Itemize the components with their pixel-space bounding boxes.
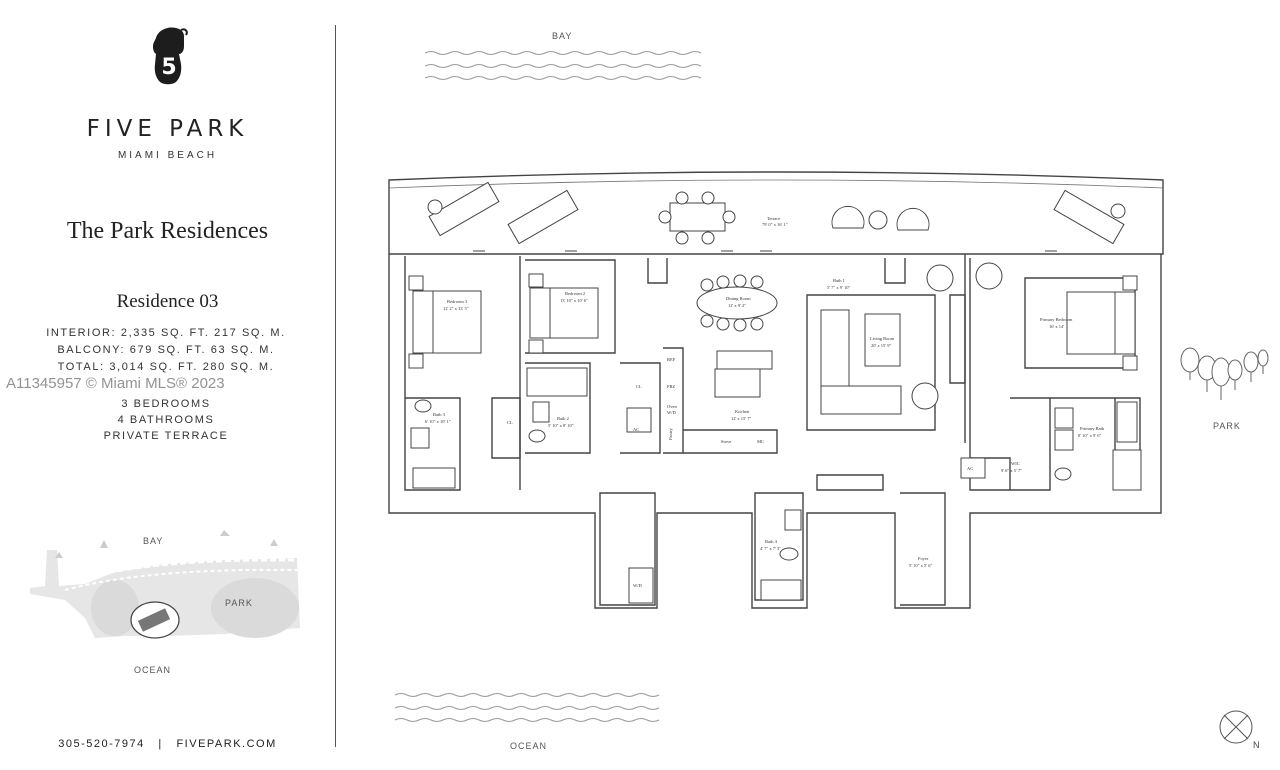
- label-ref: REF: [667, 357, 676, 362]
- label-stove: Stove: [721, 439, 731, 444]
- spec-total: TOTAL: 3,014 SQ. FT. 280 SQ. M.: [57, 361, 275, 373]
- label-wic: WIC: [1011, 461, 1020, 466]
- orientation-park-label: PARK: [1213, 421, 1241, 431]
- footer-website[interactable]: FIVEPARK.COM: [176, 738, 277, 750]
- label-primary-bedroom-dim: 16' x 14': [1049, 324, 1064, 329]
- label-mc: MC: [757, 439, 764, 444]
- label-bath4-dim: 4' 7" x 7' 3": [760, 546, 781, 551]
- label-living-dim: 20' x 15' 9": [871, 343, 891, 348]
- label-bedroom2: Bedroom 2: [565, 291, 585, 296]
- label-bath1: Bath 1: [833, 278, 845, 283]
- spec-bedrooms: 3 BEDROOMS: [121, 398, 211, 410]
- label-dining: Dining Room: [726, 296, 751, 301]
- label-living: Living Room: [870, 336, 895, 341]
- key-plan-bay-label: BAY: [143, 536, 164, 546]
- key-plan-map: [30, 530, 300, 639]
- spec-terrace: PRIVATE TERRACE: [103, 430, 229, 442]
- label-kitchen: Kitchen: [735, 409, 750, 414]
- label-foyer-dim: 5' 10" x 5' 6": [909, 563, 932, 568]
- terrace-furniture: [427, 181, 1126, 245]
- label-dining-dim: 12' x 9' 2": [728, 303, 746, 308]
- orientation-ocean-label: OCEAN: [510, 741, 548, 751]
- label-wd: W/D: [633, 583, 642, 588]
- label-cl: CL: [507, 420, 513, 425]
- label-bedroom3: Bedroom 3: [447, 299, 468, 304]
- floor-plan: Terrace 79' 0" x 16' 1" Bedroom 3 12' 2"…: [388, 171, 1164, 609]
- label-primary-bath: Primary Bath: [1080, 426, 1105, 431]
- bedroom-furniture: [408, 273, 1138, 371]
- label-frz: FRZ: [667, 384, 676, 389]
- label-terrace: Terrace: [767, 216, 780, 221]
- label-wd2: W/D: [667, 410, 676, 415]
- label-cl2: CL: [636, 384, 642, 389]
- label-bath4: Bath 4: [765, 539, 778, 544]
- label-bath2-dim: 5' 10" x 8' 10": [548, 423, 574, 428]
- building-marker-icon: [130, 601, 180, 639]
- panel-divider: [335, 25, 336, 747]
- label-bedroom3-dim: 12' 2" x 13' 5": [443, 306, 469, 311]
- key-plan-ocean-label: OCEAN: [134, 665, 172, 675]
- spec-interior: INTERIOR: 2,335 SQ. FT. 217 SQ. M.: [46, 327, 286, 339]
- spec-bathrooms: 4 BATHROOMS: [117, 414, 215, 426]
- label-bath3-dim: 6' 10" x 10' 1": [425, 419, 451, 424]
- bath-fixtures: [410, 367, 1142, 604]
- water-waves-bottom: [394, 693, 660, 722]
- footer-phone[interactable]: 305-520-7974: [58, 738, 145, 750]
- label-ac: AC: [633, 427, 639, 432]
- residence-title: Residence 03: [116, 291, 219, 312]
- label-bath2: Bath 2: [557, 416, 569, 421]
- spec-balcony: BALCONY: 679 SQ. FT. 63 SQ. M.: [57, 344, 275, 356]
- label-ac2: AC: [967, 466, 973, 471]
- living-furniture: [696, 262, 1003, 415]
- label-pantry: Pantry: [668, 428, 673, 440]
- elephant-logo-icon: [152, 27, 188, 85]
- label-bedroom2-dim: 13' 10" x 10' 6": [560, 298, 588, 303]
- label-kitchen-dim: 12' x 15' 7": [731, 416, 751, 421]
- key-plan-park-label: PARK: [225, 598, 253, 608]
- compass-icon: [1219, 710, 1253, 744]
- compass-north-label: N: [1253, 740, 1260, 750]
- label-bath3: Bath 3: [433, 412, 446, 417]
- mls-watermark: A11345957 © Miami MLS® 2023: [6, 375, 225, 392]
- footer-contact: 305-520-7974 | FIVEPARK.COM: [0, 738, 335, 750]
- label-wic-dim: 9' 6" x 5' 7": [1001, 468, 1022, 473]
- footer-separator: |: [158, 738, 163, 750]
- brand-name: FIVE PARK: [86, 116, 249, 142]
- park-trees-icon: [1180, 347, 1269, 400]
- water-waves-top: [424, 51, 702, 80]
- terrace-outline: [388, 171, 1164, 255]
- label-foyer: Foyer: [918, 556, 929, 561]
- label-primary-bedroom: Primary Bedroom: [1040, 317, 1073, 322]
- orientation-bay-label: BAY: [552, 31, 573, 41]
- label-bath1-dim: 5' 7" x 9' 10": [827, 285, 850, 290]
- brand-logo: 5: [148, 24, 188, 86]
- label-primary-bath-dim: 8' 10" x 9' 6": [1078, 433, 1101, 438]
- brand-location: MIAMI BEACH: [117, 150, 218, 161]
- collection-title: The Park Residences: [66, 218, 269, 244]
- label-oven: Oven: [667, 404, 677, 409]
- label-terrace-dim: 79' 0" x 16' 1": [762, 222, 788, 227]
- logo-letter: 5: [161, 55, 177, 80]
